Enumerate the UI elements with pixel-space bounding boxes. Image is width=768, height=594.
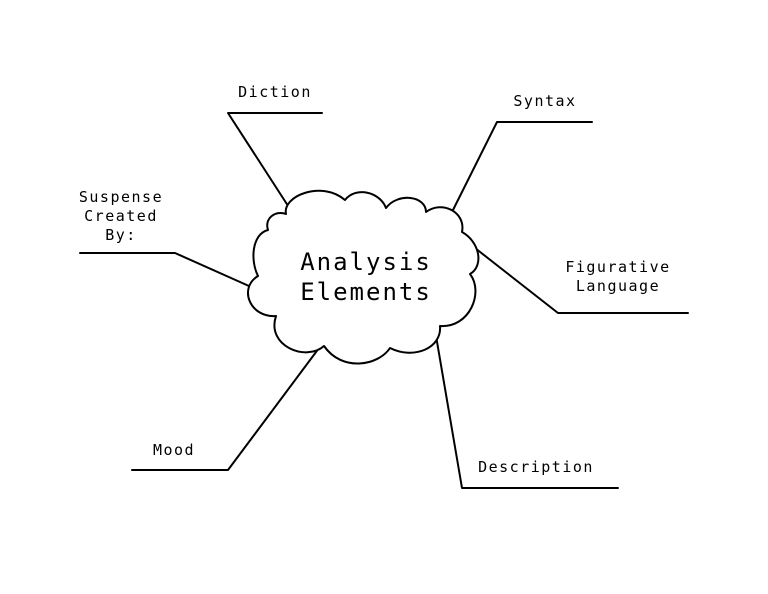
- diction-connector: [227, 112, 323, 213]
- analysis-elements-cloud: [247, 189, 480, 365]
- center-title-line-2: Elements: [300, 278, 432, 306]
- figurative-label-line-1: Figurative: [565, 258, 670, 276]
- suspense-label-line-3: By:: [105, 226, 137, 244]
- description-connector: [434, 329, 619, 489]
- mood-label: Mood: [153, 441, 195, 459]
- figurative-language-connector: [474, 247, 689, 314]
- figurative-label-line-2: Language: [576, 277, 660, 295]
- suspense-label-line-2: Created: [84, 207, 158, 225]
- suspense-label-line-1: Suspense: [79, 188, 163, 206]
- diction-label: Diction: [238, 83, 312, 101]
- description-label: Description: [478, 458, 594, 476]
- center-title-line-1: Analysis: [300, 248, 432, 276]
- syntax-label: Syntax: [513, 92, 576, 110]
- syntax-connector: [451, 121, 593, 213]
- mood-connector: [131, 339, 326, 471]
- suspense-connector: [79, 252, 259, 291]
